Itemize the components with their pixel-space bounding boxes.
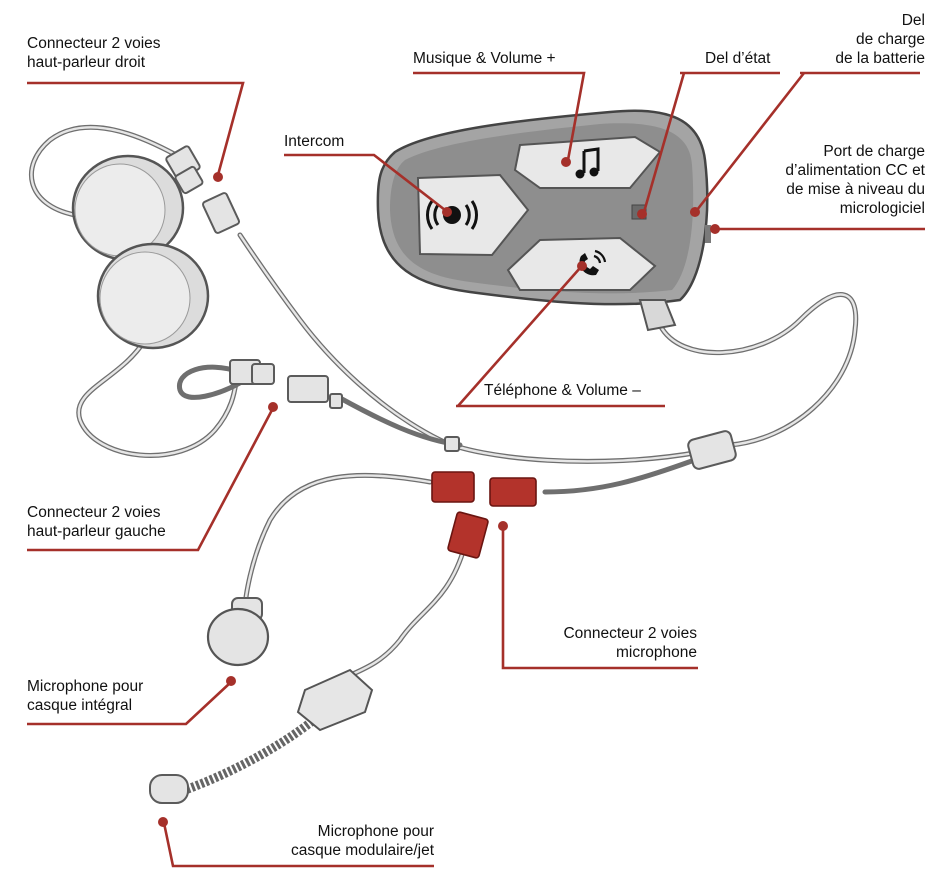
mic-modular: [150, 670, 372, 803]
label-charge-port: Port de charge d’alimentation CC et de m…: [785, 142, 925, 218]
label-mic-fullface: Microphone pour casque intégral: [27, 677, 143, 715]
label-music-volume: Musique & Volume +: [413, 49, 556, 68]
label-mic-connector: Connecteur 2 voies microphone: [563, 624, 697, 662]
label-status-led: Del d’état: [705, 49, 770, 68]
mic-red-connectors: [432, 472, 536, 558]
mic-fullface: [208, 598, 268, 665]
label-speaker-right-connector: Connecteur 2 voies haut-parleur droit: [27, 34, 161, 72]
speaker-left-connector: [230, 360, 342, 408]
cable-clip: [445, 430, 737, 470]
label-charge-led: Del de charge de la batterie: [835, 11, 925, 68]
speaker-left: [98, 244, 208, 348]
label-phone-volume: Téléphone & Volume –: [484, 381, 641, 400]
label-speaker-left-connector: Connecteur 2 voies haut-parleur gauche: [27, 503, 166, 541]
label-intercom: Intercom: [284, 132, 344, 151]
label-mic-modular: Microphone pour casque modulaire/jet: [291, 822, 434, 860]
